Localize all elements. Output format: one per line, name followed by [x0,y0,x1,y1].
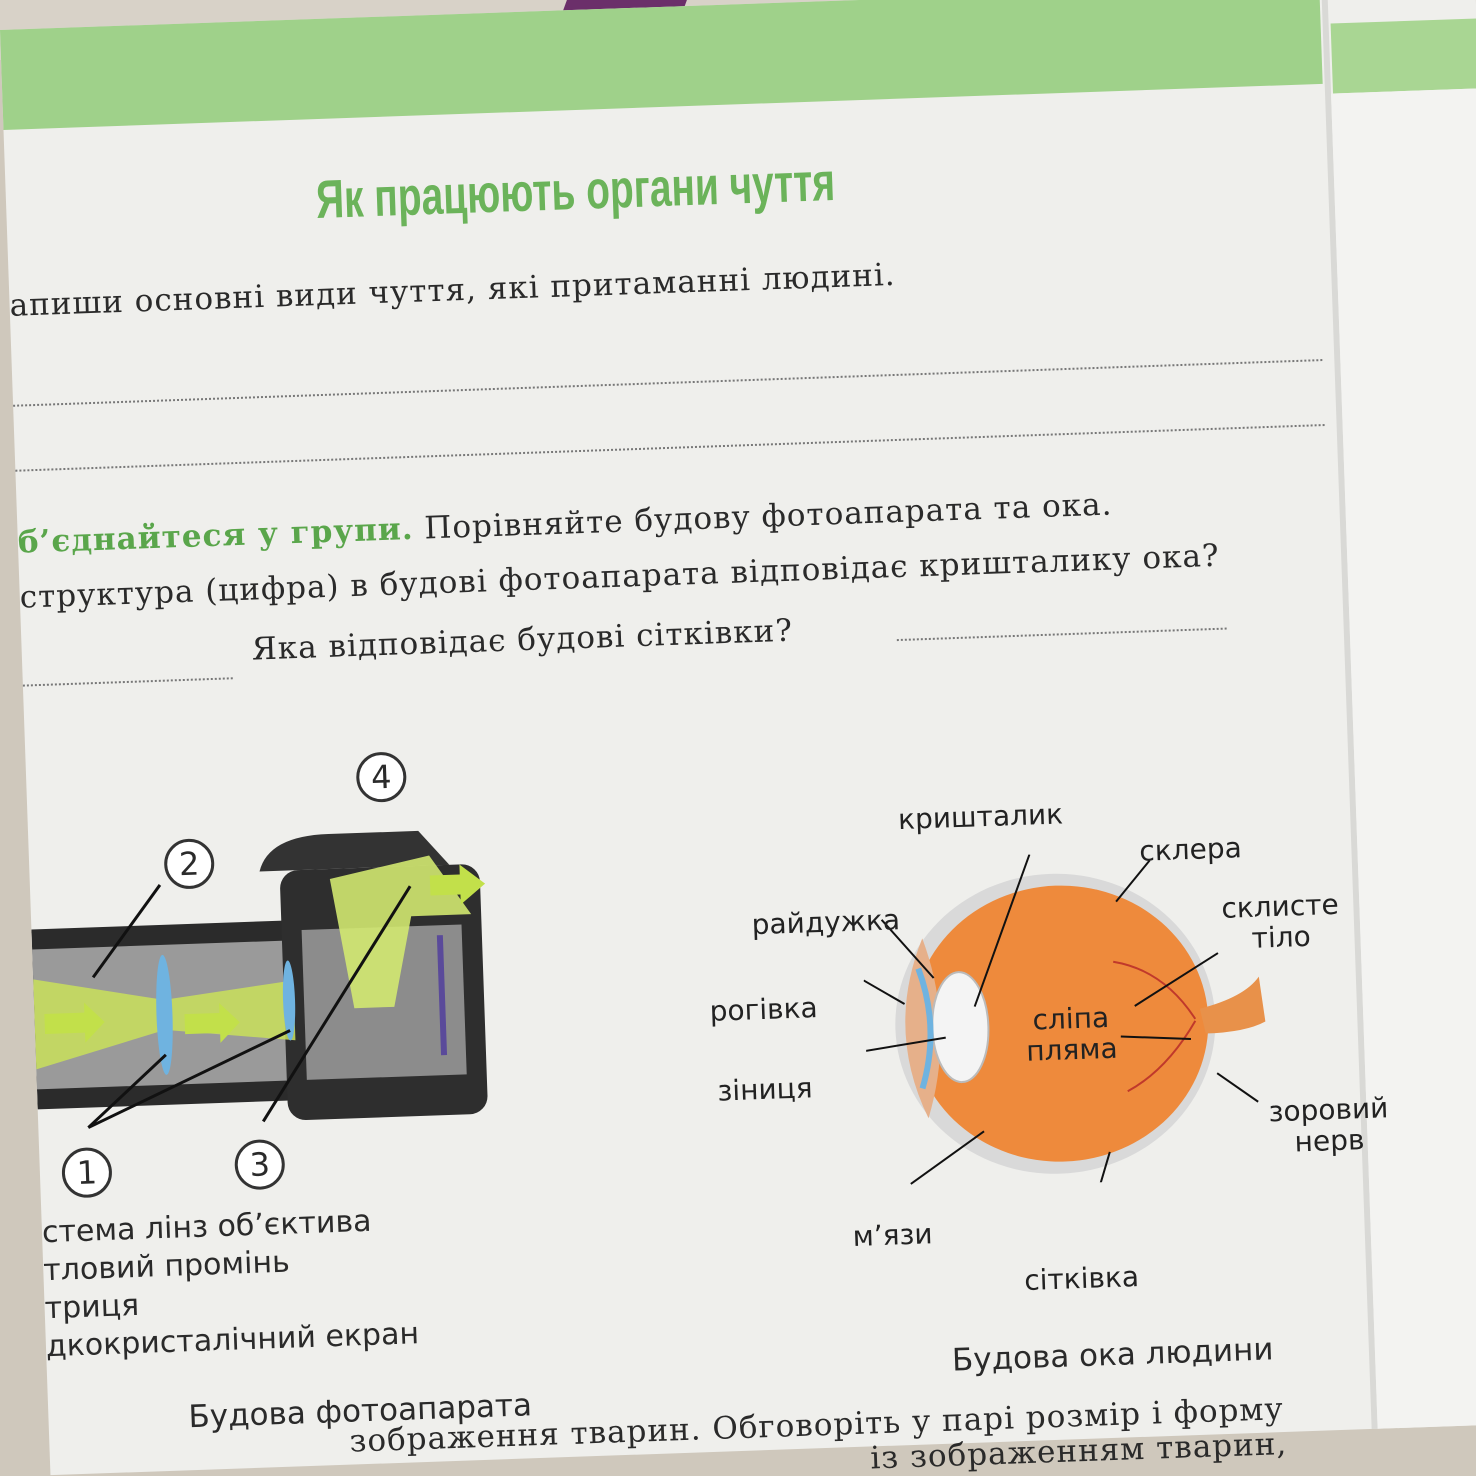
answer-line-3[interactable] [22,677,233,687]
label-vitreous: склисте тіло [1220,887,1340,956]
pointer-muscles [910,1130,985,1185]
right-page-band [1330,18,1476,94]
label-optic-nerve: зоровий нерв [1267,1091,1389,1159]
pointer-line [261,885,412,1123]
answer-line-1[interactable] [13,359,1323,407]
task1-text: апиши основні види чуття, які притаманні… [9,256,897,324]
pointer-optic-nerve [1216,1072,1259,1103]
retina-vessels [1113,960,1197,1093]
light-arrow [184,1002,240,1043]
label-iris: райдужка [751,903,901,942]
pointer-line [91,884,162,979]
lens-element [282,960,296,1041]
pointer-iris [880,919,935,979]
light-arrow [44,1002,105,1043]
pointer-pupil [859,1036,946,1058]
pointer-retina [1082,1151,1111,1191]
camera-diagram [31,830,488,1129]
task2-lead: б’єднайтеся у групи. [17,510,415,561]
pointer-sclera [1115,859,1151,903]
label-sclera: склера [1138,831,1243,868]
pointer-blind-spot [1120,1035,1191,1041]
cornea-shape [905,938,941,1119]
lens-element [156,954,173,1075]
pointer-line [87,1053,167,1129]
matrix-sensor [436,935,448,1056]
label-cornea: рогівка [709,991,819,1028]
label-muscles: м’язи [852,1217,934,1253]
task2-rest: Порівняйте будову фотоапарата та ока. [412,486,1114,547]
label-retina: сітківка [1023,1260,1140,1298]
camera-number-3: 3 [233,1138,286,1191]
task2-question2: Яка відповідає будові сітківки? [251,612,794,668]
camera-legend: стема лінз об’єктива тловий промінь триц… [41,1201,419,1366]
pointer-cornea [863,979,906,1005]
optic-nerve-shape [1199,976,1266,1034]
camera-viewfinder-housing [259,830,450,872]
label-pupil: зіниця [716,1071,814,1108]
pointer-vitreous [1134,952,1219,1007]
eyeball [912,885,1209,1162]
label-blind-spot: сліпа пляма [1025,1000,1119,1069]
label-lens: кришталик [897,797,1064,837]
answer-line-2[interactable] [15,424,1325,472]
eye-diagram [859,854,1266,1191]
pointer-line [87,1029,291,1129]
camera-number-1: 1 [61,1146,113,1199]
answer-line-4[interactable] [896,627,1227,642]
page-heading: Як працюють органи чуття [315,151,836,231]
iris-shape [915,967,934,1090]
eye-caption: Будова ока людини [951,1331,1275,1379]
light-arrow [429,864,486,905]
pointer-lens [973,854,1031,1007]
